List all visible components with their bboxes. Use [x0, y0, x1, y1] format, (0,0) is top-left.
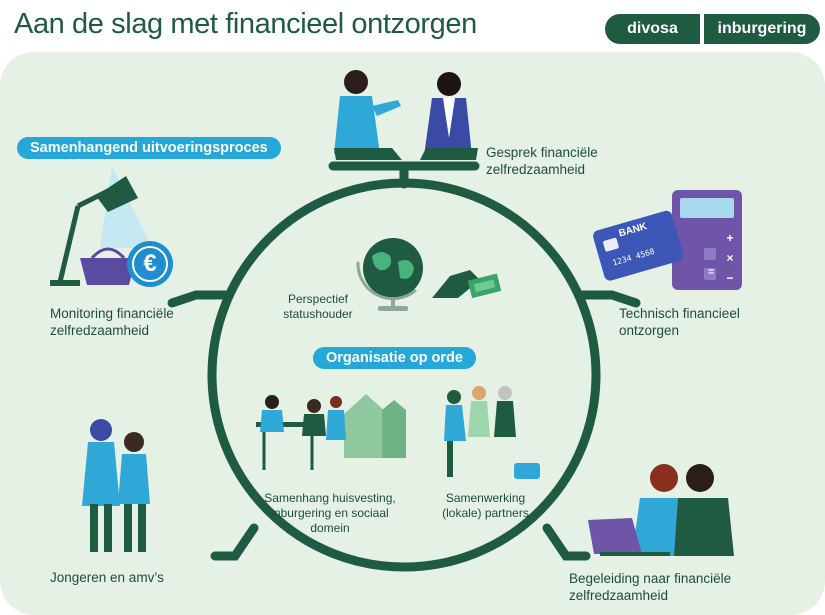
item-technisch-line2: ontzorgen — [619, 323, 680, 338]
bank-card-brand: BANK — [617, 221, 649, 240]
item-samenhang-line2: inburgering en sociaal — [271, 506, 389, 520]
bank-card-icon — [593, 210, 684, 281]
calculator-keys: + × − — [722, 228, 738, 288]
euro-symbol: € — [143, 250, 157, 277]
connector-left-top — [167, 290, 231, 308]
item-perspectief-line2: statushouder — [283, 307, 353, 321]
item-perspectief: Perspectief statushouder — [268, 292, 368, 322]
item-samenhang-line3: domein — [310, 521, 350, 535]
item-samenhang: Samenhang huisvesting, inburgering en so… — [255, 491, 405, 536]
page-title: Aan de slag met financieel ontzorgen — [14, 8, 477, 40]
connector-left-bottom — [210, 523, 259, 561]
item-gesprek: Gesprek financiële zelfredzaamheid — [486, 144, 598, 178]
item-samenwerking-line1: Samenwerking — [445, 491, 526, 505]
meeting-people-icon — [334, 70, 478, 160]
item-samenhang-line1: Samenhang huisvesting, — [264, 491, 396, 505]
connector-right-top — [577, 290, 641, 308]
calc-key-plus: + — [726, 231, 734, 245]
item-begeleiding-line2: zelfredzaamheid — [569, 588, 669, 603]
calc-key-times: × — [726, 251, 734, 265]
item-samenwerking: Samenwerking (lokale) partners — [428, 491, 543, 521]
connector-right-bottom — [542, 523, 591, 561]
item-perspectief-line1: Perspectief — [287, 292, 349, 306]
item-monitoring-line1: Monitoring financiële — [50, 306, 174, 321]
calc-key-minus: − — [726, 271, 734, 285]
item-jongeren: Jongeren en amv’s — [50, 570, 164, 585]
divosa-logo: divosa — [605, 14, 700, 44]
globe-icon — [356, 238, 423, 311]
item-begeleiding-line1: Begeleiding naar financiële — [569, 571, 732, 586]
organisation-badge: Organisatie op orde — [313, 347, 476, 369]
item-monitoring-line2: zelfredzaamheid — [50, 323, 150, 338]
item-begeleiding: Begeleiding naar financiële zelfredzaamh… — [569, 570, 731, 604]
item-technisch: Technisch financieel ontzorgen — [619, 305, 740, 339]
calculator-icon — [672, 190, 742, 290]
housing-people-icon — [256, 394, 406, 470]
partners-people-icon — [444, 386, 540, 479]
young-people-icon — [82, 419, 150, 552]
euro-coin-icon — [127, 241, 173, 287]
item-technisch-line1: Technisch financieel — [619, 306, 740, 321]
bank-card-number: 1234 4568 — [611, 246, 656, 268]
item-samenwerking-line2: (lokale) partners — [442, 506, 529, 520]
shopping-basket-icon — [80, 247, 136, 285]
item-monitoring: Monitoring financiële zelfredzaamheid — [50, 305, 174, 339]
desk-lamp-icon — [50, 166, 152, 286]
inburgering-logo: inburgering — [704, 14, 820, 44]
money-hand-icon — [432, 270, 502, 299]
item-gesprek-line1: Gesprek financiële — [486, 145, 598, 160]
calc-key-equals: = — [708, 267, 714, 278]
item-gesprek-line2: zelfredzaamheid — [486, 162, 586, 177]
process-badge: Samenhangend uitvoeringsproces — [17, 137, 281, 159]
coaching-people-icon — [588, 464, 734, 556]
